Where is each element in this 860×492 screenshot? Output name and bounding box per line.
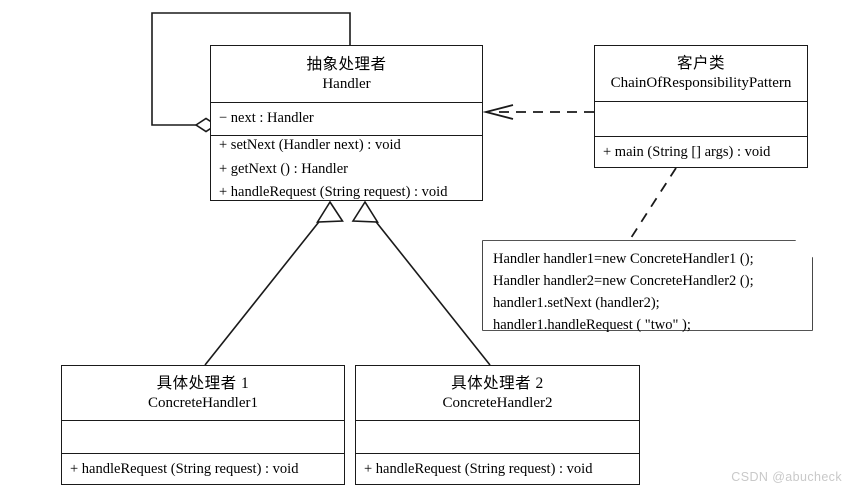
class-methods-client: + main (String [] args) : void [595, 136, 807, 169]
method-row: + handleRequest (String request) : void [364, 461, 593, 478]
class-box-handler[interactable]: 抽象处理者 Handler − next : Handler + setNext… [210, 45, 483, 201]
note-code-block: Handler handler1=new ConcreteHandler1 ()… [493, 248, 754, 336]
class-name-cn: 具体处理者 1 [156, 374, 250, 392]
method-row: + handleRequest (String request) : void [70, 461, 299, 478]
open-arrow-head-icon [482, 104, 514, 120]
generalization-concrete1-handler [204, 200, 344, 366]
note-box[interactable]: Handler handler1=new ConcreteHandler1 ()… [483, 241, 812, 333]
attribute-row: − next : Handler [219, 110, 314, 127]
note-code-line: Handler handler1=new ConcreteHandler1 ()… [493, 251, 754, 267]
class-methods-concrete1: + handleRequest (String request) : void [62, 453, 344, 486]
method-row: + getNext () : Handler [219, 160, 348, 177]
note-code-line: Handler handler2=new ConcreteHandler2 ()… [493, 273, 754, 290]
class-attributes-concrete2 [356, 420, 639, 453]
class-name-en: ChainOfResponsibilityPattern [610, 75, 792, 92]
hollow-triangle-icon [351, 200, 379, 223]
class-attributes-client [595, 101, 807, 136]
hollow-triangle-icon [316, 200, 344, 223]
class-name-en: Handler [322, 75, 371, 92]
class-header-handler: 抽象处理者 Handler [211, 46, 482, 102]
class-name-cn: 具体处理者 2 [451, 374, 544, 392]
note-code-line: handler1.setNext (handler2); [493, 295, 660, 312]
watermark-label: CSDN @abucheck [731, 470, 842, 484]
class-methods-handler: + setNext (Handler next) : void + getNex… [211, 135, 482, 202]
class-attributes-handler: − next : Handler [211, 102, 482, 135]
method-row: + main (String [] args) : void [603, 144, 771, 161]
class-header-concrete2: 具体处理者 2 ConcreteHandler2 [356, 366, 639, 420]
class-methods-concrete2: + handleRequest (String request) : void [356, 453, 639, 486]
note-anchor-dashed [628, 167, 677, 242]
class-name-cn: 客户类 [676, 55, 725, 73]
class-name-en: ConcreteHandler1 [148, 394, 258, 411]
note-code-line: handler1.handleRequest ( "two" ); [493, 317, 691, 334]
class-box-concrete-handler-1[interactable]: 具体处理者 1 ConcreteHandler1 + handleRequest… [61, 365, 345, 485]
class-box-client[interactable]: 客户类 ChainOfResponsibilityPattern + main … [594, 45, 808, 168]
class-box-concrete-handler-2[interactable]: 具体处理者 2 ConcreteHandler2 + handleRequest… [355, 365, 640, 485]
method-row: + setNext (Handler next) : void [219, 137, 401, 154]
class-attributes-concrete1 [62, 420, 344, 453]
class-name-en: ConcreteHandler2 [442, 394, 553, 411]
dependency-client-handler [482, 104, 594, 120]
method-row: + handleRequest (String request) : void [219, 183, 448, 200]
class-header-client: 客户类 ChainOfResponsibilityPattern [595, 46, 807, 101]
generalization-concrete2-handler [351, 200, 491, 366]
class-header-concrete1: 具体处理者 1 ConcreteHandler1 [62, 366, 344, 420]
class-name-cn: 抽象处理者 [306, 55, 387, 73]
